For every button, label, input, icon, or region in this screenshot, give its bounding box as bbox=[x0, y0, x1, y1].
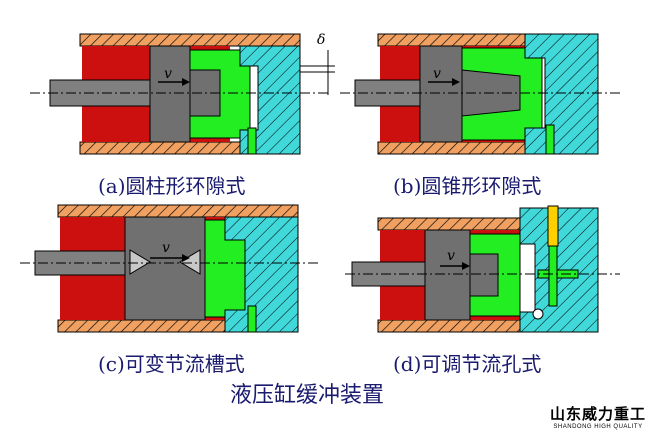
velocity-arrowhead bbox=[462, 262, 470, 270]
velocity-arrowhead bbox=[182, 254, 190, 262]
relief-bore bbox=[247, 305, 257, 333]
cushion-plunger bbox=[469, 253, 499, 297]
end-cap bbox=[239, 45, 301, 155]
velocity-arrowhead bbox=[182, 78, 190, 86]
velocity-label-b: v bbox=[433, 66, 441, 82]
panel-b: v bbox=[340, 33, 620, 155]
panel-d: v bbox=[345, 205, 620, 333]
brand-name-cn: 山东威力重工 bbox=[549, 406, 646, 423]
velocity-label-c: v bbox=[162, 240, 170, 256]
caption-d: (d)可调节流孔式 bbox=[393, 352, 542, 376]
adjust-screw bbox=[547, 205, 559, 247]
caption-b: (b)圆锥形环隙式 bbox=[393, 174, 542, 198]
end-cap bbox=[224, 216, 299, 333]
cylinder-wall-top bbox=[79, 33, 301, 47]
caption-a: (a)圆柱形环隙式 bbox=[98, 174, 246, 198]
velocity-label-d: v bbox=[447, 248, 455, 264]
velocity-arrowhead bbox=[452, 78, 460, 86]
check-ball bbox=[532, 308, 544, 320]
caption-c: (c)可变节流槽式 bbox=[98, 352, 245, 376]
cylinder-wall-top bbox=[57, 204, 299, 218]
brand-watermark: 山东威力重工 SHANDONG HIGH QUALITY bbox=[548, 403, 648, 430]
end-cap bbox=[524, 33, 599, 155]
panel-a: v δ bbox=[30, 32, 335, 155]
velocity-label-a: v bbox=[164, 66, 172, 82]
throttle-groove-left bbox=[129, 249, 151, 275]
gap-label: δ bbox=[317, 32, 325, 48]
diagram-title: 液压缸缓冲装置 bbox=[230, 383, 385, 408]
brand-name-en: SHANDONG HIGH QUALITY bbox=[553, 424, 643, 430]
throttle-passage-vertical bbox=[548, 245, 558, 307]
relief-bore bbox=[545, 124, 555, 155]
panel-c: v bbox=[20, 204, 320, 333]
throttle-groove-right bbox=[179, 249, 201, 275]
piston bbox=[424, 229, 471, 321]
relief-bore bbox=[247, 127, 257, 155]
piston bbox=[419, 45, 463, 143]
piston bbox=[149, 45, 191, 143]
